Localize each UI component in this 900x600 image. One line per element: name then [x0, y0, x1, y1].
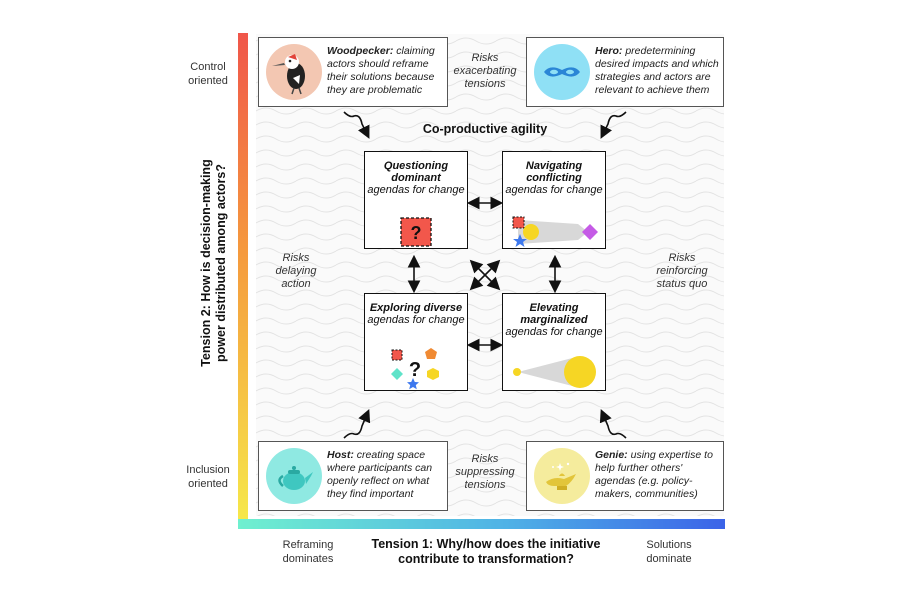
woodpecker-name: Woodpecker:	[327, 45, 394, 57]
solutions-dominate-label: Solutions dominate	[646, 539, 692, 565]
svg-text:?: ?	[409, 359, 421, 381]
inclusion-oriented-label: Inclusion oriented	[186, 464, 230, 490]
box-questioning-title: Questioning dominant agendas for change	[365, 160, 467, 196]
diverse-shapes-icon: ?	[391, 348, 439, 390]
box-elevating-title: Elevating marginalized agendas for chang…	[503, 302, 605, 338]
woodpecker-desc: claiming actors should reframe their sol…	[327, 45, 435, 96]
genie-desc: using expertise to help further others' …	[595, 449, 713, 500]
box-exploring-rest: agendas for change	[367, 314, 465, 326]
hero-text: Hero: predetermining desired impacts and…	[595, 45, 719, 97]
host-name: Host:	[327, 449, 354, 461]
genie-card: Genie: using expertise to help further o…	[526, 441, 724, 511]
arrow-host	[343, 409, 371, 439]
tension1-title: Tension 1: Why/how does the initiative c…	[356, 537, 616, 567]
teapot-icon	[266, 448, 322, 504]
host-desc: creating space where participants can op…	[327, 449, 433, 500]
tension2-gradient-bar	[238, 33, 248, 521]
hero-desc: predetermining desired impacts and which…	[595, 45, 719, 96]
box-questioning-bold: Questioning dominant	[383, 160, 449, 184]
box-exploring: Exploring diverse agendas for change ?	[364, 293, 468, 391]
box-questioning-rest: agendas for change	[367, 184, 465, 196]
hero-name: Hero:	[595, 45, 623, 57]
box-elevating: Elevating marginalized agendas for chang…	[502, 293, 606, 391]
box-exploring-title: Exploring diverse agendas for change	[365, 302, 467, 326]
arrow-hero	[600, 111, 627, 139]
center-title: Co-productive agility	[422, 122, 548, 136]
reframing-dominates-label: Reframing dominates	[282, 539, 334, 565]
hero-mask-icon	[534, 44, 590, 100]
arrow-diag-2	[469, 259, 501, 291]
genie-text: Genie: using expertise to help further o…	[595, 449, 719, 501]
tension1-title-line1: Tension 1: Why/how does the initiative	[371, 537, 601, 551]
box-navigating-rest: agendas for change	[505, 184, 603, 196]
svg-text:?: ?	[411, 223, 422, 243]
tension1-title-line2: contribute to transformation?	[398, 552, 574, 566]
genie-name: Genie:	[595, 449, 628, 461]
risk-top: Risks exacerbating tensions	[453, 52, 517, 90]
box-exploring-bold: Exploring diverse	[369, 302, 463, 314]
arrow-genie	[599, 409, 627, 439]
elevating-shapes-icon	[513, 356, 596, 388]
control-oriented-label: Control oriented	[188, 61, 228, 87]
box-questioning: Questioning dominant agendas for change …	[364, 151, 468, 249]
woodpecker-icon	[266, 44, 322, 100]
arrow-woodpecker	[343, 111, 370, 139]
conflicting-shapes-icon	[512, 216, 598, 247]
host-text: Host: creating space where participants …	[327, 449, 445, 501]
genie-lamp-icon	[534, 448, 590, 504]
box-elevating-rest: agendas for change	[505, 326, 603, 338]
risk-bottom: Risks suppressing tensions	[455, 453, 515, 491]
hero-card: Hero: predetermining desired impacts and…	[526, 37, 724, 107]
box-navigating-bold: Navigating conflicting	[525, 160, 583, 184]
box-navigating-title: Navigating conflicting agendas for chang…	[503, 160, 605, 196]
host-card: Host: creating space where participants …	[258, 441, 448, 511]
tension1-gradient-bar	[238, 519, 725, 529]
risk-left: Risks delaying action	[275, 252, 317, 290]
woodpecker-card: Woodpecker: claiming actors should refra…	[258, 37, 448, 107]
question-square-icon: ?	[400, 217, 432, 247]
woodpecker-text: Woodpecker: claiming actors should refra…	[327, 45, 443, 97]
box-navigating: Navigating conflicting agendas for chang…	[502, 151, 606, 249]
box-elevating-bold: Elevating marginalized	[520, 302, 588, 326]
risk-right: Risks reinforcing status quo	[656, 252, 708, 290]
